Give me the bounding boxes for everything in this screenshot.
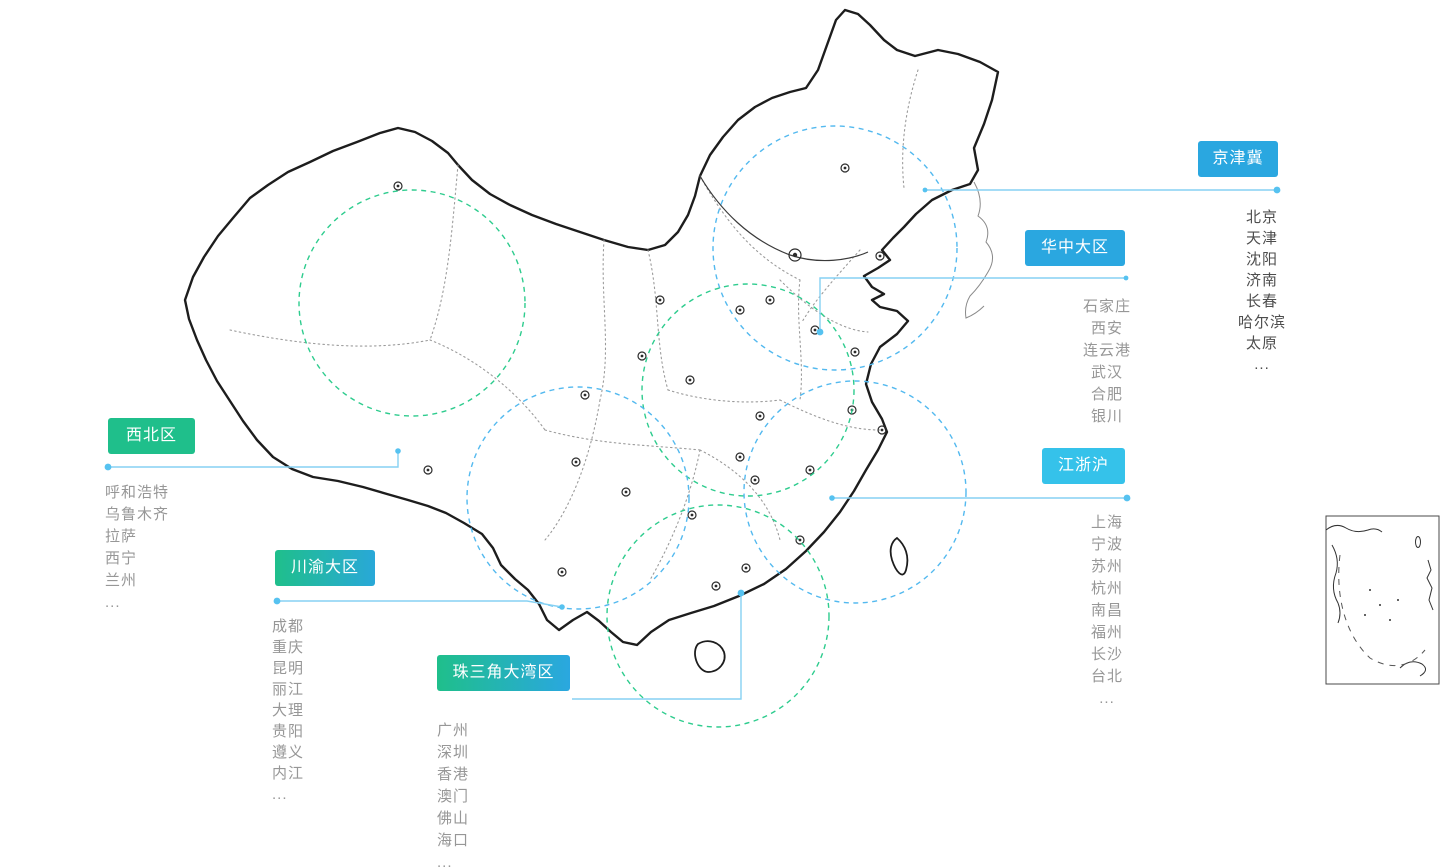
city-item: 上海: [1090, 514, 1123, 531]
city-item: 沈阳: [1245, 251, 1278, 268]
city-item: 哈尔滨: [1237, 314, 1286, 331]
city-markers: [393, 163, 887, 591]
china-outline: [183, 8, 1000, 647]
city-item: 内江: [272, 765, 305, 782]
region-badge-xibei[interactable]: 西北区: [108, 418, 195, 454]
city-item: 苏州: [1090, 558, 1123, 575]
province-borders: [229, 69, 919, 581]
city-item: 连云港: [1082, 342, 1131, 359]
connectors: [108, 189, 1277, 700]
city-list-zhusanjiao: 广州深圳香港澳门佛山海口...: [437, 720, 469, 868]
city-item: 福州: [1090, 624, 1123, 641]
connector-xibei: [108, 452, 399, 468]
city-item: 台北: [1090, 668, 1123, 685]
city-item: 深圳: [437, 744, 470, 761]
connector-huazhong: [819, 277, 1126, 331]
city-item: 南昌: [1090, 602, 1123, 619]
south-china-sea-inset: [1325, 515, 1440, 685]
city-item: 遵义: [272, 744, 305, 761]
city-item: ...: [1254, 356, 1270, 373]
city-list-chuanyu: 成都重庆昆明丽江大理贵阳遵义内江...: [272, 616, 304, 805]
city-item: 香港: [437, 766, 470, 783]
city-item: 太原: [1245, 335, 1278, 352]
city-list-xibei: 呼和浩特乌鲁木齐拉萨西宁兰州...: [105, 482, 169, 614]
city-marker: [393, 163, 887, 591]
city-item: 成都: [272, 618, 305, 635]
city-item: 贵阳: [272, 723, 305, 740]
inner-border: [699, 175, 869, 262]
city-item: 拉萨: [105, 528, 138, 545]
connector-chuanyu: [277, 600, 563, 608]
city-item: ...: [437, 854, 453, 868]
city-item: 西安: [1090, 320, 1123, 337]
taiwan-island: [889, 536, 909, 576]
hainan-island: [694, 640, 726, 673]
city-item: 澳门: [437, 788, 470, 805]
korea-outline: [965, 181, 993, 319]
city-item: 重庆: [272, 639, 305, 656]
city-item: 合肥: [1090, 386, 1123, 403]
city-item: 长沙: [1090, 646, 1123, 663]
city-item: 西宁: [105, 550, 138, 567]
city-item: 济南: [1245, 272, 1278, 289]
city-item: 杭州: [1090, 580, 1123, 597]
region-badge-chuanyu[interactable]: 川渝大区: [275, 550, 375, 586]
city-item: ...: [272, 786, 288, 803]
city-item: 兰州: [105, 572, 138, 589]
city-item: 武汉: [1090, 364, 1123, 381]
city-marker-capital: [788, 248, 802, 262]
city-item: ...: [105, 594, 121, 611]
region-circle-huazhong: [641, 283, 855, 497]
city-item: 石家庄: [1082, 298, 1131, 315]
city-list-jingjinji: 北京天津沈阳济南长春哈尔滨太原...: [1200, 207, 1324, 375]
region-circle-xibei: [298, 189, 526, 417]
city-item: 大理: [272, 702, 305, 719]
region-badge-jingjinji[interactable]: 京津冀: [1198, 141, 1278, 177]
city-item: 长春: [1245, 293, 1278, 310]
region-circles: [298, 125, 967, 728]
region-circle-chuanyu: [466, 386, 690, 610]
city-item: 佛山: [437, 810, 470, 827]
city-list-jiangzhehu: 上海宁波苏州杭州南昌福州长沙台北...: [1046, 512, 1168, 710]
connector-dots: [104, 186, 1281, 610]
region-badge-huazhong[interactable]: 华中大区: [1025, 230, 1125, 266]
region-badge-zhusanjiao[interactable]: 珠三角大湾区: [437, 655, 570, 691]
city-item: 呼和浩特: [105, 484, 170, 501]
city-item: 丽江: [272, 681, 305, 698]
city-item: 广州: [437, 722, 470, 739]
region-circle-jingjinji: [712, 125, 958, 371]
city-item: 乌鲁木齐: [105, 506, 170, 523]
city-item: ...: [1099, 690, 1115, 707]
city-item: 北京: [1245, 209, 1278, 226]
city-list-huazhong: 石家庄西安连云港武汉合肥银川: [1046, 296, 1168, 428]
city-item: 宁波: [1090, 536, 1123, 553]
city-item: 昆明: [272, 660, 305, 677]
city-item: 银川: [1090, 408, 1123, 425]
region-circle-jiangzhehu: [743, 380, 967, 604]
region-circle-zhusanjiao: [606, 504, 830, 728]
city-item: 海口: [437, 832, 470, 849]
city-item: 天津: [1245, 230, 1278, 247]
region-badge-jiangzhehu[interactable]: 江浙沪: [1042, 448, 1125, 484]
connector-zhusanjiao: [572, 594, 742, 700]
